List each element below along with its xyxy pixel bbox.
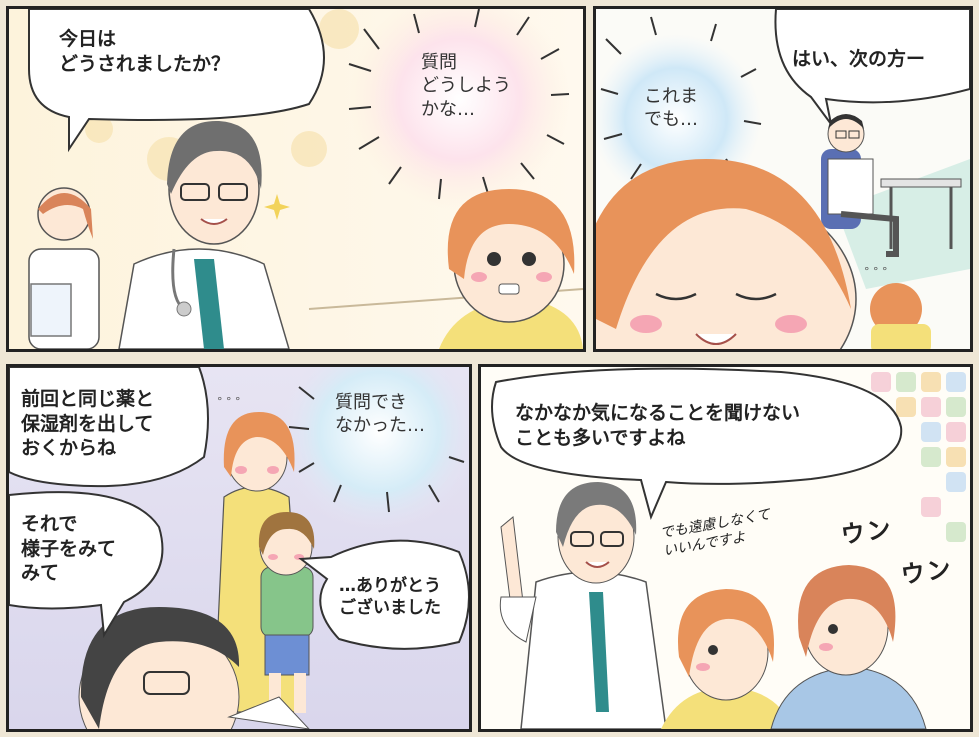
doctor-figure (118, 120, 290, 349)
panel-3-thought: 質問でき なかった… (335, 392, 425, 437)
panel-2-speech: はい、次の方ー (792, 48, 926, 70)
girl-worried-figure (439, 189, 583, 349)
boy-figure (258, 512, 315, 713)
panel-1-doctor-greeting: 今日は どうされましたか？ 質問 どうしよう かな… (6, 6, 586, 352)
doctor-at-desk-figure (821, 114, 962, 257)
panel-3-art: ° ° ° (9, 367, 469, 729)
girl-closeup-figure (596, 159, 857, 349)
svg-text:° ° °: ° ° ° (217, 395, 241, 408)
panel-3-reply: …ありがとう ございました (339, 576, 441, 619)
panel-1-speech: 今日は どうされましたか？ (59, 28, 231, 75)
panel-3-speech-2: それで 様子をみて みて (21, 513, 117, 585)
panel-2-thought: これま でも… (644, 86, 698, 131)
girl-listening-figure (661, 589, 791, 729)
panel-4-art (481, 367, 970, 729)
panel-4-reassurance: なかなか気になることを聞けない ことも多いですよね でも遠慮しなくて いいんです… (478, 364, 973, 732)
girl-back-view-figure: ° ° ° (864, 265, 931, 349)
panel-4-speech: なかなか気になることを聞けない ことも多いですよね (515, 402, 801, 449)
panel-1-thought: 質問 どうしよう かな… (421, 52, 511, 120)
svg-text:° ° °: ° ° ° (864, 265, 888, 278)
panel-1-art (9, 9, 583, 349)
mother-nodding-figure (770, 565, 927, 729)
nurse-figure (28, 187, 100, 349)
doctor-pointing-figure (499, 482, 667, 729)
panel-3-prescription: ° ° ° (6, 364, 472, 732)
panel-2-next-patient: ° ° ° はい、次の方ー これま でも… (593, 6, 973, 352)
panel-3-speech-1: 前回と同じ薬と 保湿剤を出して おくからね (21, 388, 155, 460)
doctor-back-figure (78, 607, 310, 729)
panel-2-art: ° ° ° (596, 9, 970, 349)
